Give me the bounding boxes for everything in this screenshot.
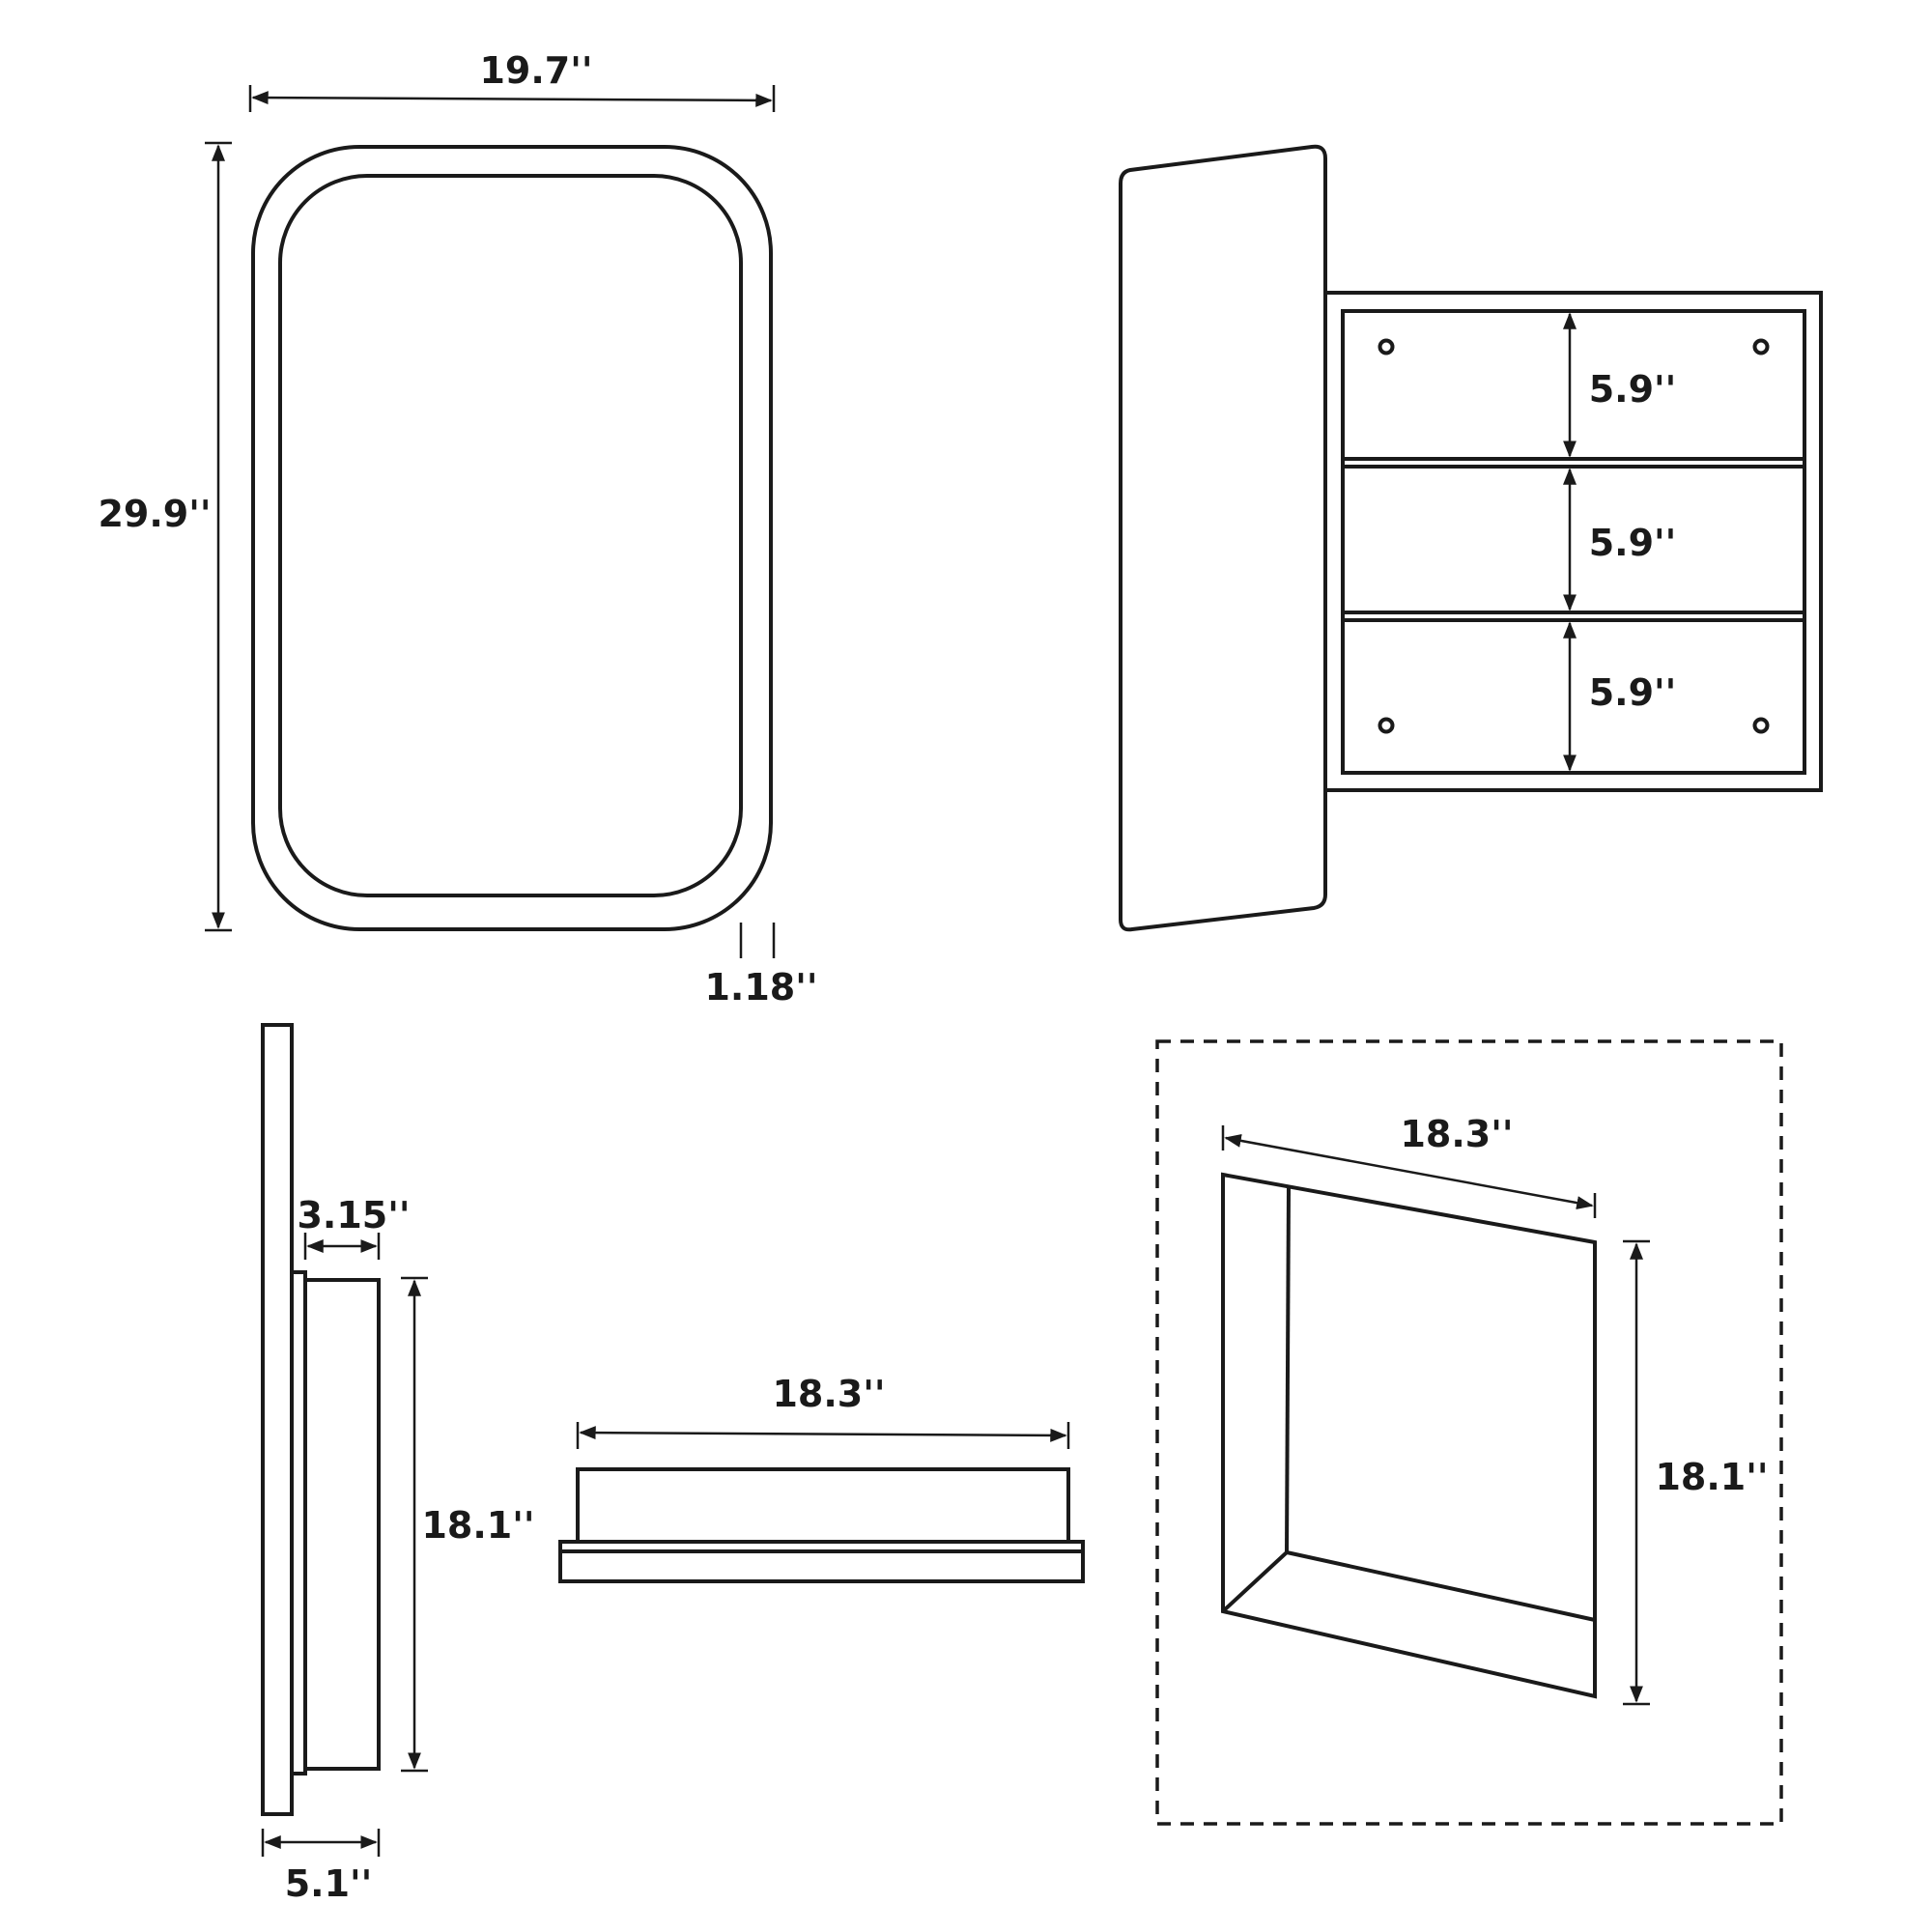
mirror-outer-frame xyxy=(251,145,773,931)
bottom-width-label: 18.3'' xyxy=(772,1373,885,1415)
shelf-gap-label-2: 5.9'' xyxy=(1589,522,1677,564)
recess-left-wall-edge xyxy=(1285,1186,1291,1553)
side-height-label: 18.1'' xyxy=(421,1504,534,1547)
shelf-gap-label-3: 5.9'' xyxy=(1589,671,1677,714)
recess-back-bottom-edge xyxy=(1286,1550,1596,1622)
side-flange xyxy=(290,1270,307,1776)
cabinet-body-outer xyxy=(1323,291,1823,792)
bottom-view: 18.3'' xyxy=(558,1373,1085,1583)
mount-hole-top-left xyxy=(1378,338,1395,355)
front-view: 19.7'' 29.9'' 1.18'' xyxy=(98,49,817,1009)
recess-width-label: 18.3'' xyxy=(1400,1113,1513,1155)
wall-cutout-outline xyxy=(1155,1039,1783,1826)
open-door-panel xyxy=(1119,144,1327,932)
side-view: 3.15'' 18.1'' 5.1'' xyxy=(261,1023,535,1905)
recess-width-arrow xyxy=(1224,1133,1594,1210)
total-depth-label: 5.1'' xyxy=(285,1862,373,1905)
box-depth-label: 3.15'' xyxy=(297,1194,410,1236)
open-cabinet-view: 5.9'' 5.9'' 5.9'' xyxy=(1119,144,1823,932)
front-width-arrow xyxy=(251,91,773,107)
mount-hole-bottom-left xyxy=(1378,717,1395,734)
cabinet-body-inner xyxy=(1341,309,1806,775)
frame-thickness-label: 1.18'' xyxy=(704,966,817,1009)
side-cabinet-box xyxy=(303,1278,381,1771)
bottom-cabinet-box xyxy=(576,1467,1070,1544)
bottom-width-arrow xyxy=(579,1426,1067,1442)
side-mirror-panel xyxy=(261,1023,294,1816)
recess-view: 18.3'' 18.1'' xyxy=(1155,1039,1783,1826)
recess-opening xyxy=(1221,1172,1597,1699)
front-height-label: 29.9'' xyxy=(98,493,211,535)
front-width-label: 19.7'' xyxy=(479,49,592,92)
shelf-gap-label-1: 5.9'' xyxy=(1589,368,1677,411)
mirror-inner-glass xyxy=(278,174,743,897)
recess-corner-edge xyxy=(1221,1550,1289,1613)
mount-hole-bottom-right xyxy=(1752,717,1770,734)
bottom-mirror-panel xyxy=(558,1549,1085,1583)
recess-height-label: 18.1'' xyxy=(1655,1456,1768,1498)
mount-hole-top-right xyxy=(1752,338,1770,355)
